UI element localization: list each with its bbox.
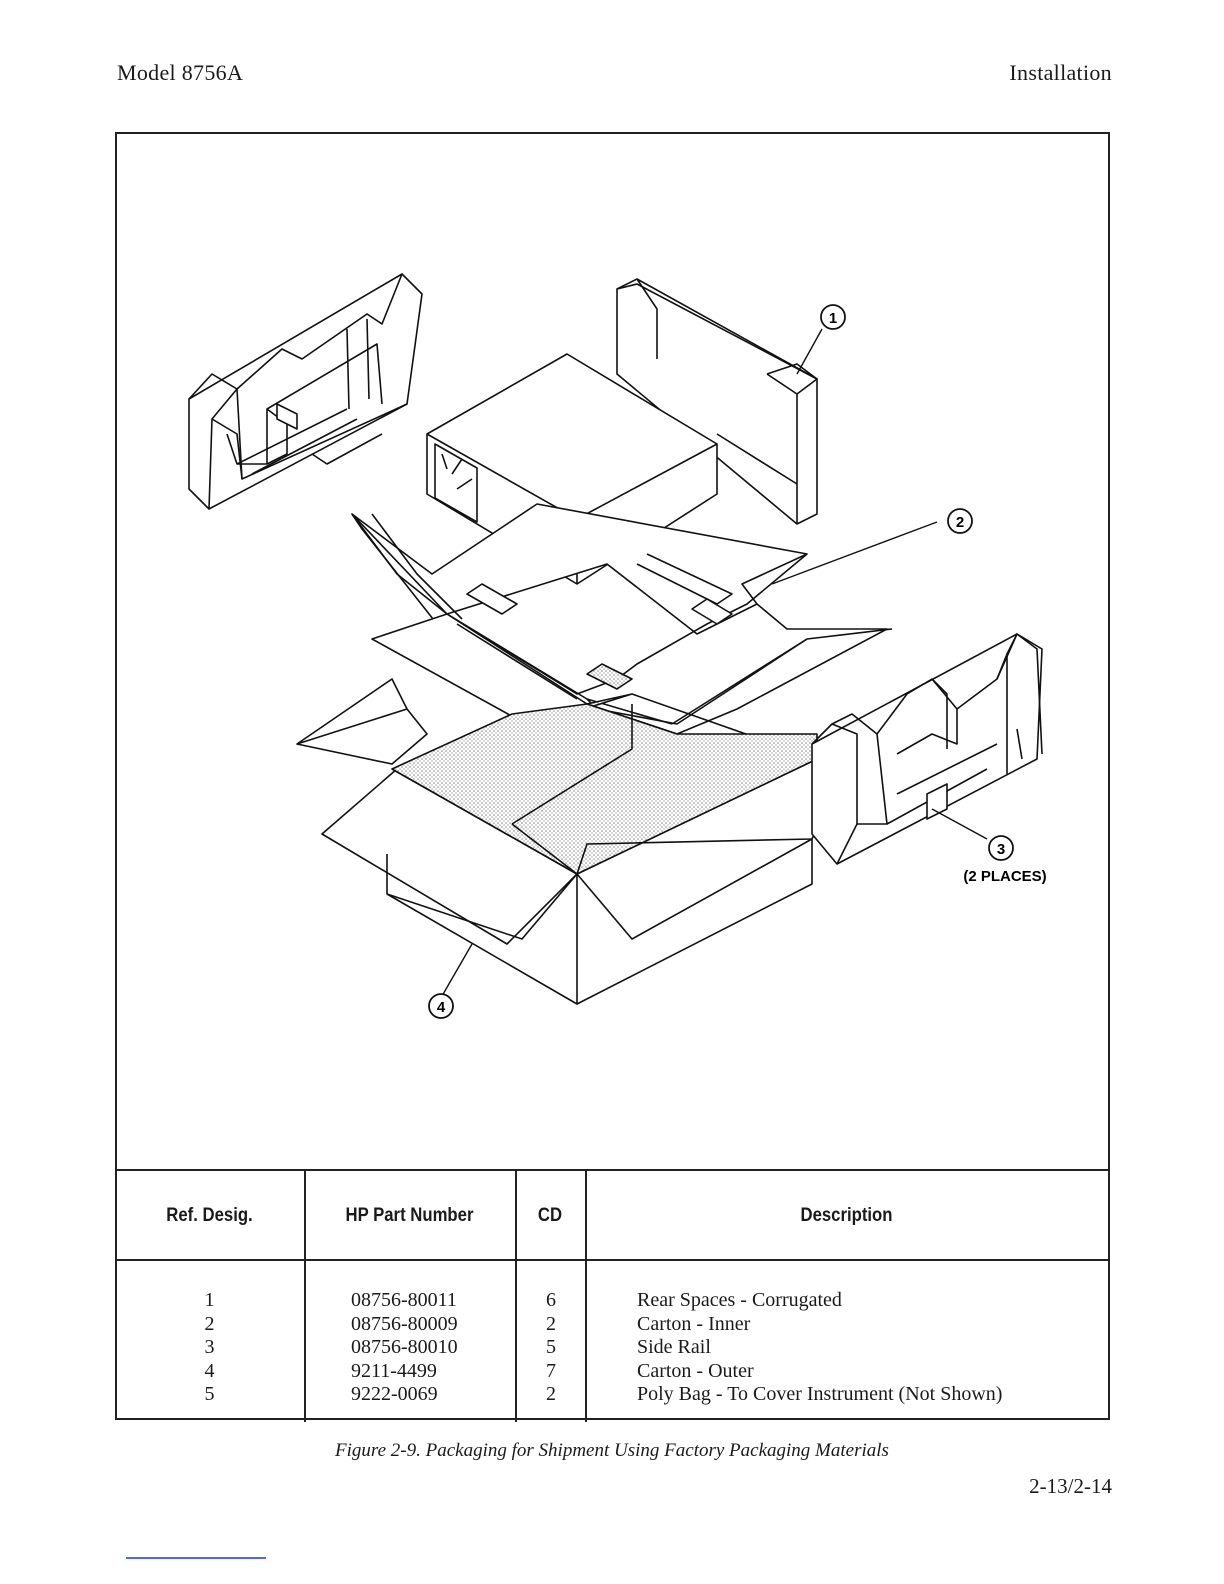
table-row-cd: 6 (546, 1289, 556, 1311)
callout-circle-1 (820, 304, 846, 330)
header-part-number: HP Part Number (345, 1205, 474, 1226)
table-column-ref-values: 1 2 3 4 5 (115, 1289, 304, 1407)
table-col-cd (515, 1171, 587, 1422)
table-col-part (304, 1171, 517, 1422)
callout-circle-4 (428, 993, 454, 1019)
left-side-rail (188, 273, 423, 510)
callout-circle-2 (947, 508, 973, 534)
table-row-cd: 2 (546, 1383, 556, 1405)
table-row-part: 08756-80011 (351, 1289, 457, 1311)
inner-carton (351, 503, 893, 735)
callout-leaders (441, 328, 988, 997)
outer-carton (296, 678, 843, 1005)
callout-4: 4 (437, 999, 446, 1016)
header-description: Description (800, 1205, 893, 1226)
header-section: Installation (1009, 60, 1112, 85)
figure-frame: 1 2 3 4 (2 PLACES) Ref. Desig. HP Part N… (115, 132, 1110, 1422)
header-model: Model 8756A (117, 60, 244, 85)
table-column-part-values: 08756-80011 08756-80009 08756-80010 9211… (351, 1289, 458, 1407)
callout-circle-3 (988, 835, 1014, 861)
figure-caption: Figure 2-9. Packaging for Shipment Using… (335, 1440, 889, 1461)
table-col-ref (115, 1171, 306, 1422)
parts-table: Ref. Desig. HP Part Number CD Descriptio… (115, 1169, 1110, 1422)
page-number: 2-13/2-14 (1029, 1474, 1112, 1498)
table-row-part: 08756-80010 (351, 1336, 458, 1358)
table-row-cd: 7 (546, 1359, 556, 1382)
callout-2: 2 (956, 514, 964, 531)
table-row-cd: 2 (546, 1312, 556, 1335)
table-header-divider (115, 1259, 1110, 1261)
callout-3: 3 (997, 841, 1005, 858)
table-row-ref: 2 (204, 1312, 215, 1335)
table-row-ref: 1 (204, 1289, 215, 1311)
header-cd: CD (537, 1205, 563, 1226)
table-row-desc: Rear Spaces - Corrugated (637, 1289, 842, 1311)
table-column-desc-values: Rear Spaces - Corrugated Carton - Inner … (637, 1289, 1002, 1407)
table-row-part: 9211-4499 (351, 1359, 437, 1382)
table-row-desc: Carton - Outer (637, 1359, 754, 1382)
right-side-rail (811, 633, 1043, 865)
rear-spacer (616, 278, 818, 525)
table-row-ref: 4 (204, 1359, 215, 1382)
table-row-desc: Carton - Inner (637, 1312, 751, 1335)
table-column-cd-values: 6 2 5 7 2 (515, 1289, 587, 1407)
table-row-ref: 5 (204, 1383, 215, 1405)
callout-1: 1 (829, 310, 837, 327)
table-row-cd: 5 (546, 1336, 556, 1358)
two-places-note: (2 PLACES) (963, 868, 1046, 885)
table-row-desc: Side Rail (637, 1336, 711, 1358)
packaging-illustration: 1 2 3 4 (2 PLACES) (188, 273, 1047, 1019)
header-ref-desig: Ref. Desig. (166, 1205, 253, 1226)
table-row-part: 08756-80009 (351, 1312, 458, 1335)
footer-rule (126, 1557, 266, 1559)
table-row-desc: Poly Bag - To Cover Instrument (Not Show… (637, 1383, 1003, 1405)
table-row-ref: 3 (204, 1336, 215, 1358)
table-row-part: 9222-0069 (351, 1383, 438, 1405)
